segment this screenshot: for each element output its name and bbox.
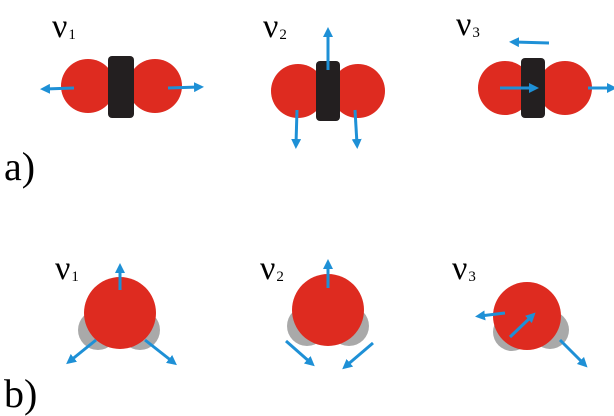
oxygen-atom: [292, 274, 364, 346]
mode-label-a-2: ν2: [263, 8, 287, 45]
h2o-mode-2-molecule: [285, 259, 374, 370]
mode-label-a-1: ν1: [52, 8, 76, 45]
mode-label-b-1: ν1: [55, 250, 79, 287]
displacement-arrow: [342, 341, 374, 370]
displacement-arrow: [558, 338, 588, 368]
panel-label-a: a): [4, 144, 36, 189]
mode-label-a-3: ν3: [456, 6, 480, 43]
displacement-arrow: [508, 312, 536, 339]
displacement-arrow: [167, 82, 204, 93]
oxygen-atom: [128, 59, 182, 113]
carbon-atom: [316, 61, 340, 121]
oxygen-atom: [61, 59, 115, 113]
mode-label-b-2: ν2: [260, 250, 284, 287]
oxygen-atom: [84, 277, 156, 349]
displacement-arrow: [40, 83, 75, 94]
oxygen-atom: [271, 64, 325, 118]
co2-mode-2-molecule: [271, 27, 385, 149]
oxygen-atom: [331, 64, 385, 118]
co2-mode-3-molecule: [478, 37, 614, 118]
mode-label-b-3: ν3: [452, 250, 476, 287]
displacement-arrow: [291, 109, 302, 149]
oxygen-atom: [493, 282, 561, 350]
displacement-arrow: [66, 338, 97, 365]
co2-mode-1-molecule: [40, 56, 204, 118]
displacement-arrow: [509, 37, 550, 48]
h2o-mode-3-molecule: [475, 282, 588, 368]
h2o-mode-1-molecule: [66, 263, 177, 366]
displacement-arrow: [351, 109, 362, 149]
displacement-arrow: [475, 310, 506, 321]
panel-label-b: b): [4, 371, 38, 416]
displacement-arrow: [285, 339, 315, 367]
displacement-arrow: [144, 338, 177, 366]
oxygen-atom: [538, 61, 592, 115]
carbon-atom: [108, 56, 134, 118]
